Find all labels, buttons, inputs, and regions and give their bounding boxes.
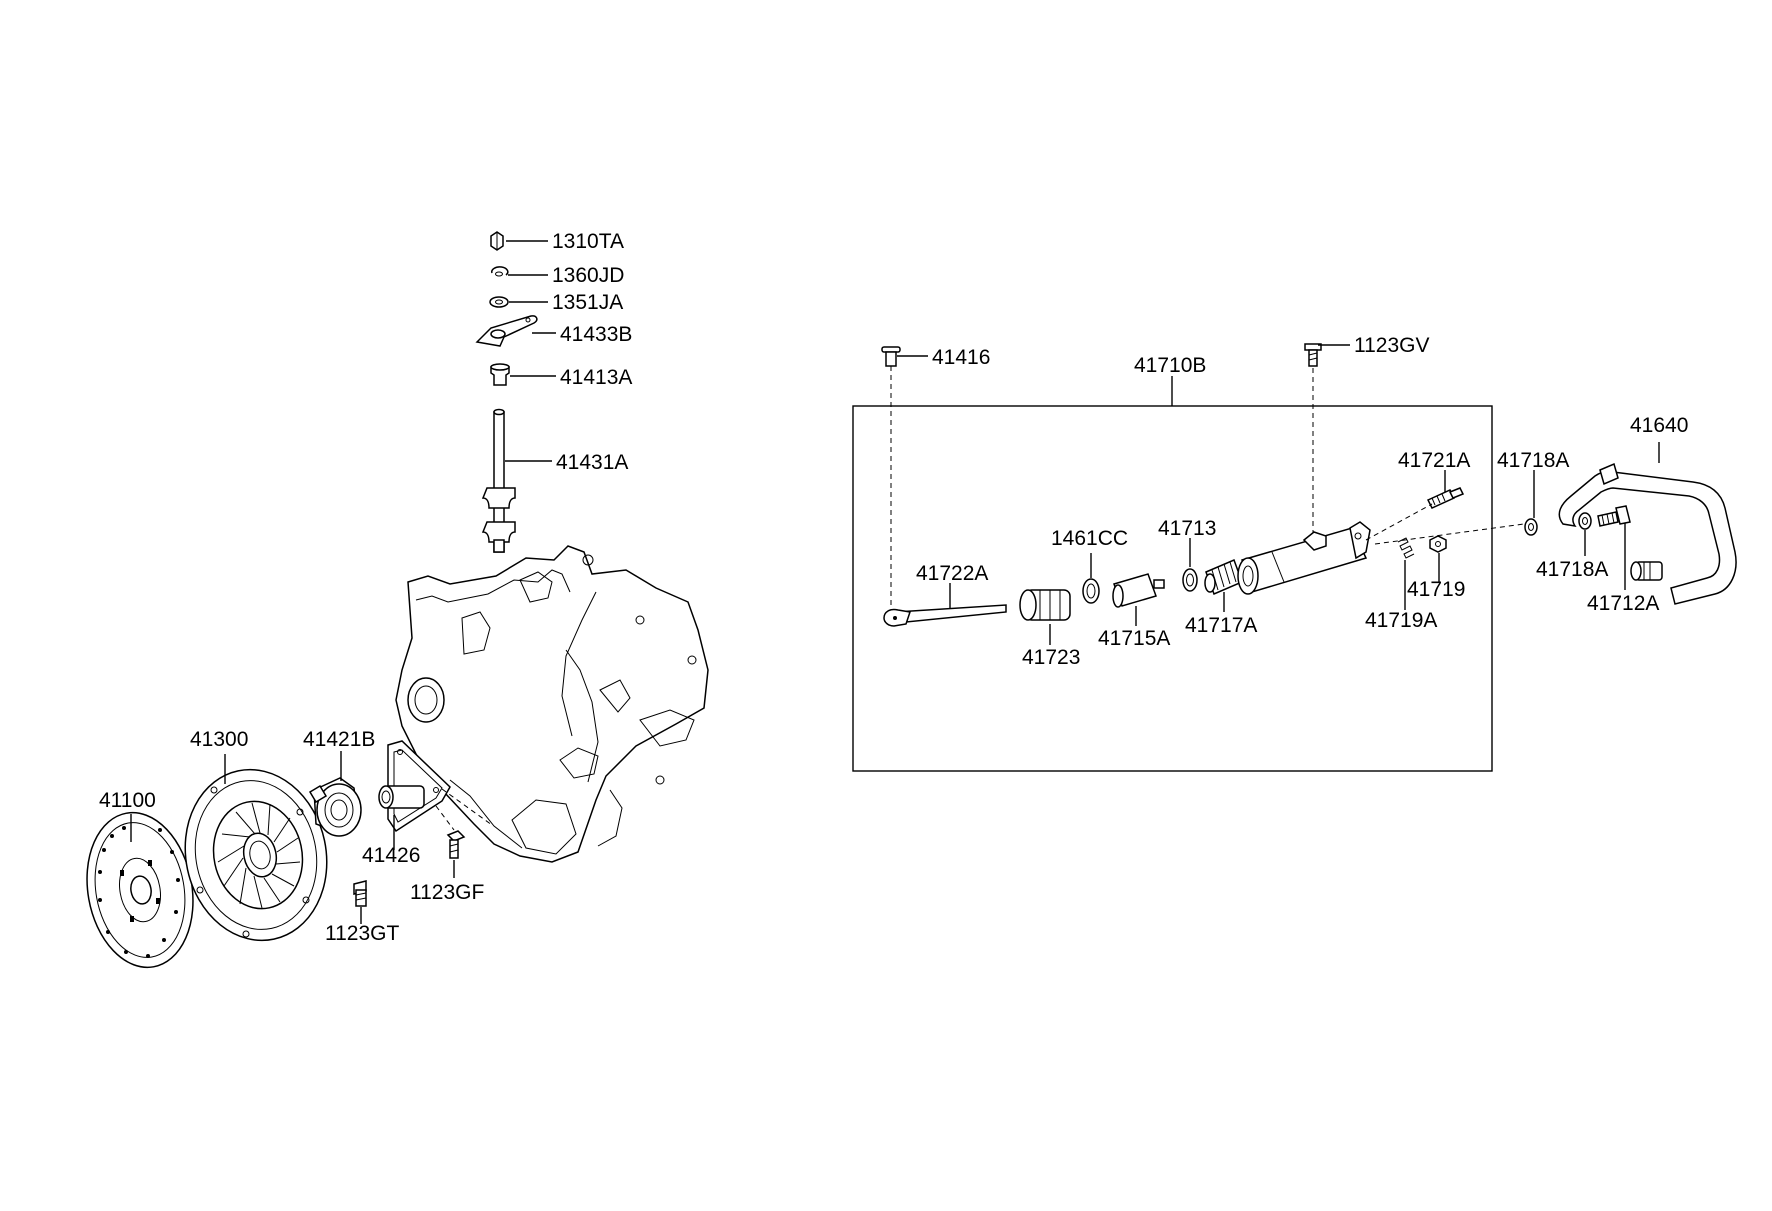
shift-shaft-stack xyxy=(475,231,556,553)
guide-tube-part xyxy=(378,740,451,833)
plunger-part xyxy=(1112,573,1165,608)
hose-part xyxy=(1558,462,1737,605)
label-41413A: 41413A xyxy=(560,366,632,389)
label-41712A: 41712A xyxy=(1587,592,1659,615)
washer-part xyxy=(489,296,509,308)
slave-cylinder-body xyxy=(1237,521,1371,595)
label-41719: 41719 xyxy=(1407,578,1465,601)
shift-shaft-part xyxy=(481,408,516,553)
label-41718A-bottom: 41718A xyxy=(1536,558,1608,581)
push-rod-part xyxy=(883,604,1007,627)
label-1351JA: 1351JA xyxy=(552,291,623,314)
copper-washer-part xyxy=(1524,518,1538,536)
nut-part xyxy=(490,231,504,251)
label-41416: 41416 xyxy=(932,346,990,369)
part-labels: 1310TA 1360JD 1351JA 41433B 41413A 41431… xyxy=(99,230,1688,945)
label-41723: 41723 xyxy=(1022,646,1080,669)
label-41421B: 41421B xyxy=(303,728,375,751)
label-1461CC: 1461CC xyxy=(1051,527,1128,550)
snap-ring-part xyxy=(491,266,509,277)
label-41710B: 41710B xyxy=(1134,354,1206,377)
label-1123GF: 1123GF xyxy=(410,881,484,904)
clutch-disc-part xyxy=(86,811,194,969)
label-1360JD: 1360JD xyxy=(552,264,624,287)
label-41715A: 41715A xyxy=(1098,627,1170,650)
dust-boot-part xyxy=(1204,558,1243,596)
copper-washer-part xyxy=(1578,512,1592,530)
piston-part xyxy=(1019,589,1071,621)
fitting-nut-part xyxy=(1429,535,1447,553)
label-41640: 41640 xyxy=(1630,414,1688,437)
label-41718A-top: 41718A xyxy=(1497,449,1569,472)
retaining-ring-part xyxy=(1182,568,1198,592)
bolt-part xyxy=(446,830,466,859)
label-41719A: 41719A xyxy=(1365,609,1437,632)
label-41100: 41100 xyxy=(99,789,156,812)
bleeder-screw-part xyxy=(1426,487,1465,509)
label-41721A: 41721A xyxy=(1398,449,1470,472)
bolt-part xyxy=(353,880,367,907)
label-1123GV: 1123GV xyxy=(1354,334,1430,357)
seal-ring-part xyxy=(1082,578,1100,604)
diaphragm-fingers xyxy=(217,802,301,909)
label-41426: 41426 xyxy=(362,844,420,867)
label-41713: 41713 xyxy=(1158,517,1216,540)
release-bearing-part xyxy=(308,777,362,837)
label-41722A: 41722A xyxy=(916,562,988,585)
label-41433B: 41433B xyxy=(560,323,632,346)
spring-part xyxy=(1397,537,1415,559)
label-1310TA: 1310TA xyxy=(552,230,624,253)
lever-part xyxy=(475,315,538,347)
label-41717A: 41717A xyxy=(1185,614,1257,637)
label-1123GT: 1123GT xyxy=(325,922,399,945)
bushing-part xyxy=(490,363,510,386)
label-41300: 41300 xyxy=(190,728,248,751)
bolt-part xyxy=(1304,343,1322,367)
label-41431A: 41431A xyxy=(556,451,628,474)
union-bolt-part xyxy=(1597,505,1631,527)
clutch-cover-part xyxy=(184,768,328,942)
assembly-group-box xyxy=(852,405,1493,772)
